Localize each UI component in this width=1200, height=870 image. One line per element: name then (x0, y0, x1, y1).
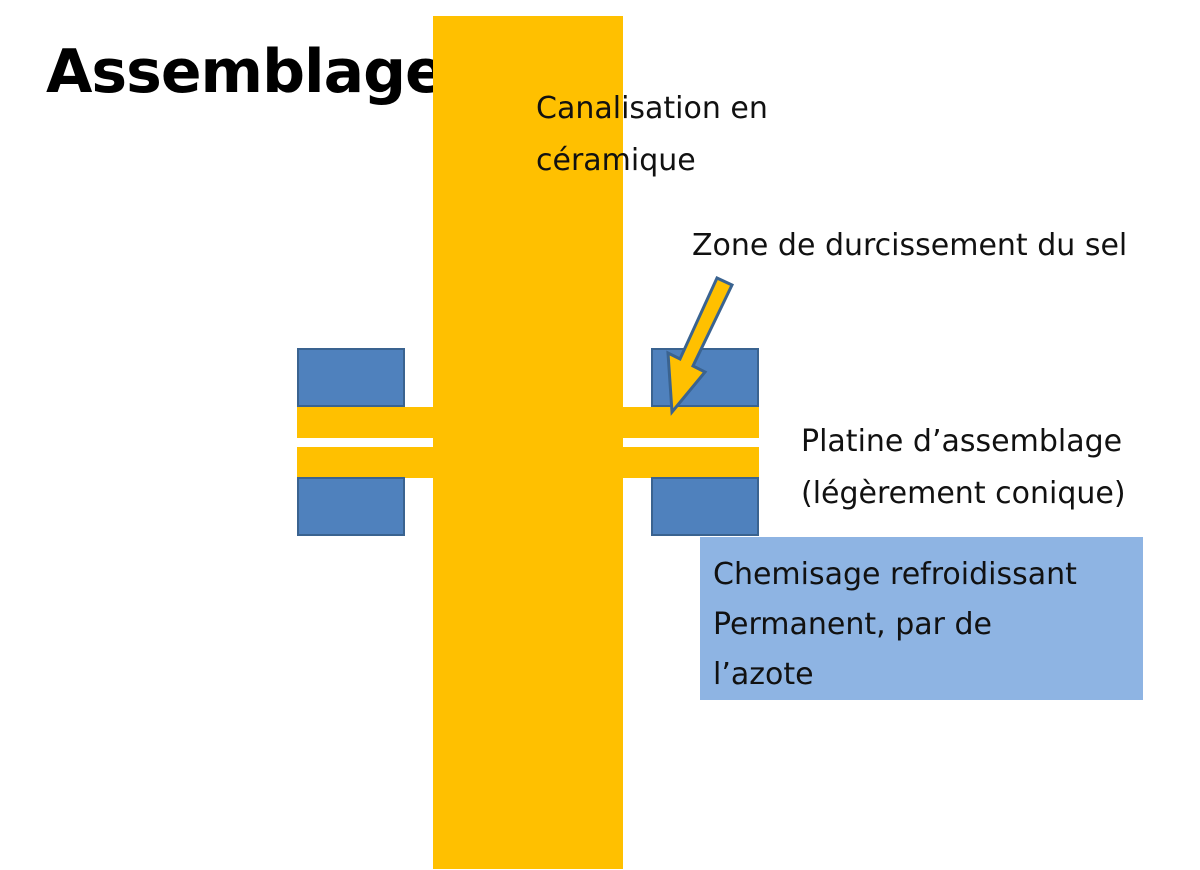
assembly-plate-label: Platine d’assemblage (légèrement conique… (801, 416, 1126, 520)
ceramic-pipe (433, 16, 623, 869)
assembly-plate-top (297, 407, 759, 438)
pipe-label-line-2: céramique (536, 143, 696, 178)
arrow-shape (666, 276, 735, 416)
cooling-block-top-left (297, 348, 405, 407)
cooling-jacket-callout: Chemisage refroidissant Permanent, par d… (700, 537, 1143, 700)
hardening-zone-label: Zone de durcissement du sel (692, 228, 1128, 263)
cooling-line-3: l’azote (713, 657, 814, 692)
pipe-label: Canalisation en céramique (536, 83, 768, 187)
slide-title: Assemblage (46, 37, 446, 107)
cooling-line-2: Permanent, par de (713, 607, 993, 642)
pipe-label-line-1: Canalisation en (536, 91, 768, 126)
cooling-block-bottom-right (651, 477, 759, 536)
cooling-line-1: Chemisage refroidissant (713, 557, 1077, 592)
plate-label-line-2: (légèrement conique) (801, 476, 1126, 511)
hardening-zone-arrow (666, 276, 735, 416)
plate-label-line-1: Platine d’assemblage (801, 424, 1123, 459)
assembly-plate-bottom (297, 447, 759, 478)
cooling-block-bottom-left (297, 477, 405, 536)
